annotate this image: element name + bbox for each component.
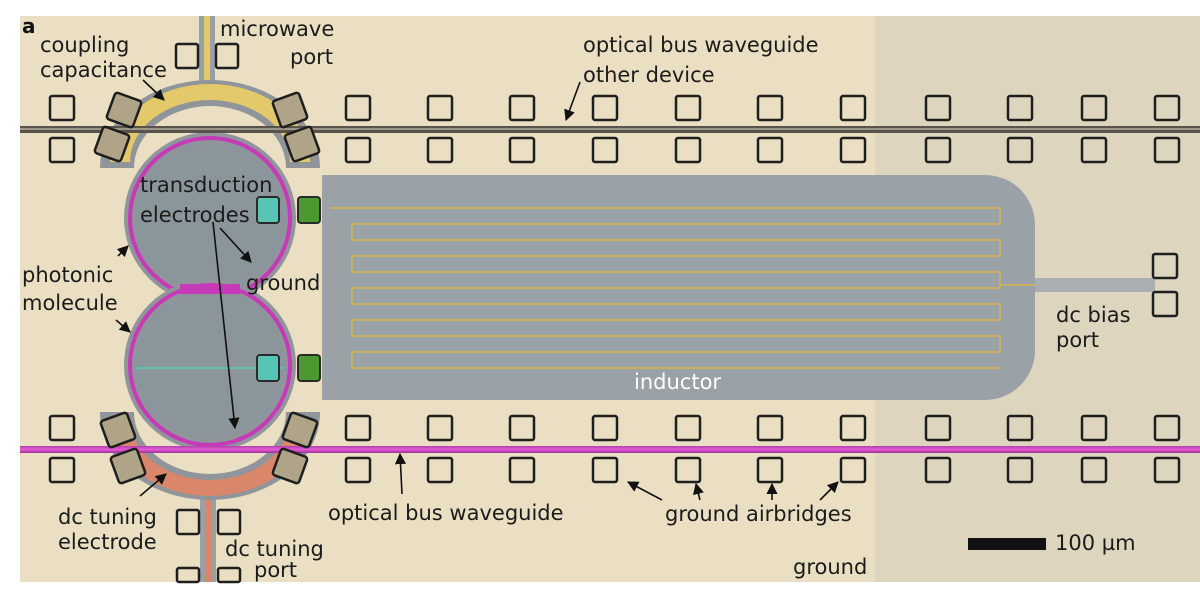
dc-bias-feed	[1035, 278, 1155, 292]
label-dc-tuning-electrode-2: electrode	[58, 530, 157, 554]
ground-airbridges-bottom	[48, 252, 1181, 584]
label-ground-bottom: ground	[793, 555, 867, 579]
label-coupling-capacitance-2: capacitance	[40, 58, 167, 82]
label-dc-bias-1: dc bias	[1056, 303, 1131, 327]
transduction-pad-top-teal	[256, 196, 280, 224]
transduction-pad-top-green	[297, 196, 321, 224]
label-ground-mid: ground	[246, 271, 320, 295]
label-optical-bus-top: optical bus waveguide	[583, 33, 819, 57]
label-transduction-2: electrodes	[140, 203, 250, 227]
transduction-pad-bottom-green	[297, 354, 321, 382]
label-transduction-1: transduction	[140, 173, 272, 197]
photonic-molecule	[124, 132, 296, 451]
scale-bar	[968, 538, 1046, 550]
label-scale-bar: 100 µm	[1055, 531, 1136, 555]
optical-bus-waveguide-bottom	[20, 446, 1200, 453]
label-dc-bias-2: port	[1056, 328, 1099, 352]
label-ground-airbridges: ground airbridges	[665, 502, 852, 526]
label-dc-tuning-electrode-1: dc tuning	[58, 505, 157, 529]
label-dc-tuning-port-1: dc tuning	[225, 537, 324, 561]
label-photonic-2: molecule	[22, 291, 118, 315]
label-inductor: inductor	[634, 370, 721, 394]
label-other-device: other device	[583, 63, 715, 87]
coupling-pads	[93, 91, 321, 485]
ground-airbridges-top	[48, 42, 1181, 164]
labels: microwave port coupling capacitance opti…	[22, 17, 1136, 582]
label-microwave-port-2: port	[290, 45, 333, 69]
label-dc-tuning-port-2: port	[254, 558, 297, 582]
panel-letter: a	[22, 14, 36, 38]
annotation-arrows	[115, 79, 839, 501]
label-optical-bus-bottom: optical bus waveguide	[328, 501, 564, 525]
label-coupling-capacitance-1: coupling	[40, 33, 129, 57]
label-microwave-port-1: microwave	[220, 17, 334, 41]
transduction-pad-bottom-teal	[256, 354, 280, 382]
label-photonic-1: photonic	[22, 263, 113, 287]
